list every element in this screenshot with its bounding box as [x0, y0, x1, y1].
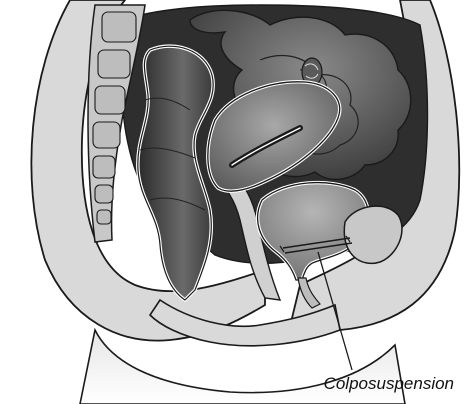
- annotation-label-colposuspension: Colposuspension: [324, 374, 454, 394]
